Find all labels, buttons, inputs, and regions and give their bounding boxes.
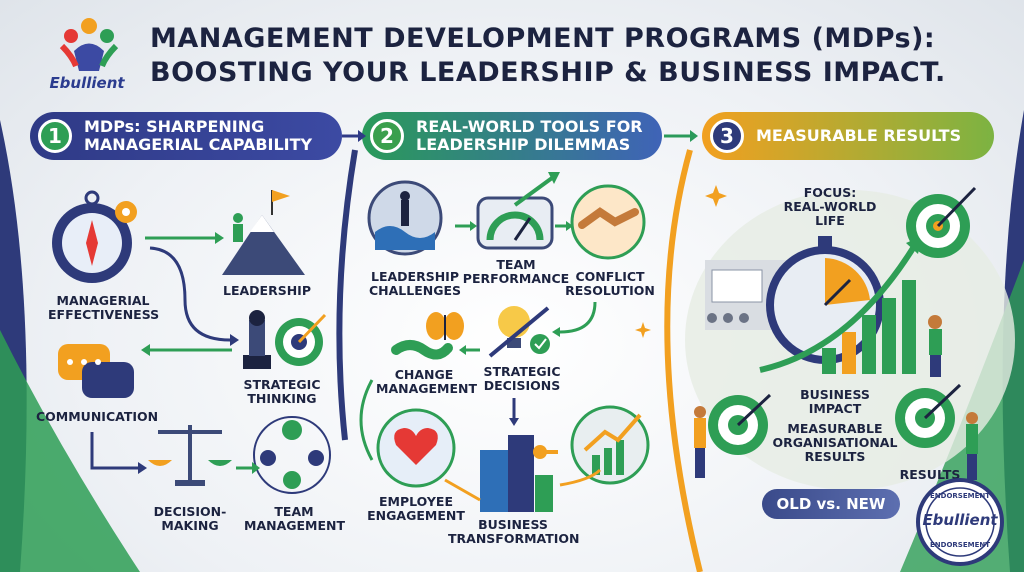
- section-1-banner: 1 MDPs: SHARPENING MANAGERIAL CAPABILITY: [30, 112, 342, 160]
- person-presenting-icon: [928, 315, 942, 377]
- compass-icon: [52, 190, 137, 283]
- mountain-flag-icon: [222, 190, 305, 275]
- speech-bubbles-icon: [58, 344, 134, 398]
- label-strategic-thinking: STRATEGIC THINKING: [243, 377, 321, 406]
- target-left-icon: [694, 393, 772, 478]
- label-decision-making: DECISION- MAKING: [153, 504, 227, 533]
- section-3-number: 3: [710, 119, 744, 153]
- section-2-banner: 2 REAL-WORLD TOOLS FOR LEADERSHIP DILEMM…: [362, 112, 662, 160]
- label-leadership: LEADERSHIP: [223, 283, 311, 298]
- stamp-bottom-text: ENDORSEMENT: [930, 541, 990, 549]
- label-employee-engagement: EMPLOYEE ENGAGEMENT: [367, 494, 465, 523]
- stamp-top-text: ENDORSEMENT: [930, 492, 990, 500]
- label-strategic-decisions: STRATEGIC DECISIONS: [483, 364, 561, 393]
- butterfly-icon: [391, 312, 464, 360]
- label-team-management: TEAM MANAGEMENT: [244, 504, 346, 533]
- balance-scale-icon: [148, 425, 232, 486]
- label-focus-real-world: FOCUS: REAL-WORLD LIFE: [783, 185, 877, 228]
- page-title: MANAGEMENT DEVELOPMENT PROGRAMS (MDPs): …: [150, 22, 1010, 90]
- section-2-title: REAL-WORLD TOOLS FOR LEADERSHIP DILEMMAS: [416, 117, 643, 154]
- section-3-banner: 3 MEASURABLE RESULTS: [702, 112, 994, 160]
- label-managerial-effectiveness: MANAGERIAL EFFECTIVENESS: [48, 293, 160, 322]
- old-vs-new-badge: OLD vs. NEW: [762, 489, 900, 519]
- label-results: RESULTS: [899, 467, 961, 482]
- chess-target-icon: [243, 310, 327, 369]
- title-line-2: BOOSTING YOUR LEADERSHIP & BUSINESS IMPA…: [150, 57, 946, 88]
- ebullient-logo-icon: [59, 18, 119, 71]
- buildings-key-icon: [480, 435, 558, 512]
- label-change-management: CHANGE MANAGEMENT: [376, 367, 478, 396]
- section-2-number: 2: [370, 119, 404, 153]
- title-line-1: MANAGEMENT DEVELOPMENT PROGRAMS (MDPs):: [150, 23, 936, 54]
- growth-chart-icon: [570, 405, 650, 485]
- sparkle-icons: [635, 185, 727, 338]
- team-group-icon: [253, 416, 331, 494]
- lightbulb-icon: [488, 306, 550, 358]
- logo-text: Ebullient: [49, 74, 125, 92]
- label-communication: COMMUNICATION: [36, 409, 159, 424]
- stamp-center-text: Ebullient: [922, 511, 998, 529]
- label-conflict-resolution: CONFLICT RESOLUTION: [565, 269, 655, 298]
- section-1-number: 1: [38, 119, 72, 153]
- label-business-transformation: BUSINESS TRANSFORMATION: [448, 517, 580, 546]
- target-top-icon: [906, 186, 977, 258]
- label-team-performance: TEAM PERFORMANCE: [462, 257, 570, 286]
- label-measurable-results: MEASURABLE ORGANISATIONAL RESULTS: [772, 421, 898, 464]
- storm-waves-icon: [367, 180, 443, 256]
- label-business-impact: BUSINESS IMPACT: [800, 387, 870, 416]
- handshake-icon: [570, 184, 646, 260]
- heart-hands-icon: [376, 408, 456, 488]
- section-1-title: MDPs: SHARPENING MANAGERIAL CAPABILITY: [84, 117, 313, 154]
- section-3-title: MEASURABLE RESULTS: [756, 126, 962, 145]
- gauge-icon: [476, 172, 560, 250]
- target-right-icon: [895, 383, 978, 480]
- label-leadership-challenges: LEADERSHIP CHALLENGES: [368, 269, 462, 298]
